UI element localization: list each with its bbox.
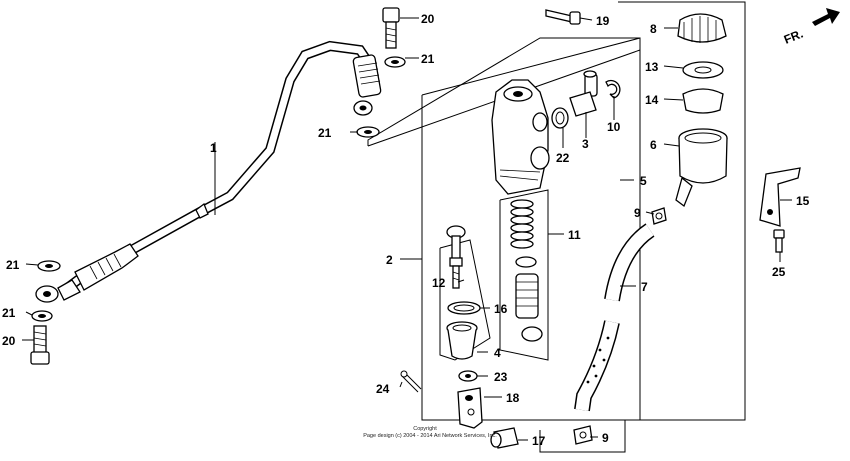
- callout-5: 5: [640, 174, 647, 188]
- callout-24: 24: [376, 382, 390, 396]
- hose-joint: [569, 70, 598, 117]
- callout-16: 16: [494, 302, 508, 316]
- callout-9-upper: 9: [634, 206, 641, 220]
- callout-12: 12: [432, 276, 446, 290]
- callout-21-mid: 21: [318, 126, 332, 140]
- sealing-washer: [384, 56, 406, 68]
- push-rod: [446, 225, 466, 289]
- joint-nut: [458, 370, 478, 382]
- callout-13: 13: [645, 60, 659, 74]
- callout-14: 14: [645, 93, 659, 107]
- reservoir-stay: [759, 167, 801, 227]
- hose-assembly: [35, 40, 382, 303]
- callout-25: 25: [772, 265, 786, 279]
- svg-text:Copyright: Copyright: [413, 426, 437, 432]
- sealing-washer: [37, 260, 61, 272]
- callout-4: 4: [494, 346, 501, 360]
- sealing-washer: [31, 310, 53, 322]
- hose-clip: [573, 425, 593, 445]
- callout-21-upper: 21: [421, 52, 435, 66]
- banjo-bolt-upper: [382, 7, 400, 49]
- callout-3: 3: [582, 137, 589, 151]
- callout-20-lower: 20: [2, 334, 16, 348]
- callout-9-lower: 9: [602, 431, 609, 445]
- push-rod-joint: [457, 387, 483, 429]
- leader-lines: [22, 17, 792, 441]
- hose-clip: [605, 79, 621, 99]
- bolt: [773, 229, 785, 253]
- callout-6: 6: [650, 138, 657, 152]
- svg-text:FR.: FR.: [782, 27, 805, 47]
- callout-11: 11: [568, 228, 581, 242]
- callout-17: 17: [532, 434, 546, 448]
- push-rod-boot: [446, 321, 478, 360]
- svg-text:Page design (c) 2004 - 2014 Ar: Page design (c) 2004 - 2014 Ari Network …: [363, 433, 497, 439]
- assembly-frames: [367, 1, 746, 453]
- master-cylinder-body: [491, 79, 550, 195]
- callout-2: 2: [386, 253, 393, 267]
- hose-clip: [651, 207, 667, 225]
- o-ring: [551, 107, 569, 129]
- callout-20-upper: 20: [421, 12, 435, 26]
- callout-1: 1: [210, 141, 217, 155]
- cotter-pin: [400, 370, 422, 393]
- front-arrow-icon: [812, 8, 840, 26]
- callout-labels: 1 2 3 4 5 6 7 8 9 9 10 11 12 13 14 15 16…: [2, 12, 810, 448]
- callout-10: 10: [607, 120, 621, 134]
- reservoir: [675, 128, 728, 208]
- callout-18: 18: [506, 391, 520, 405]
- circlip: [447, 301, 481, 315]
- callout-15: 15: [796, 194, 810, 208]
- callout-7: 7: [641, 280, 648, 294]
- joint-pin: [490, 427, 519, 449]
- reservoir-hose: [574, 223, 655, 412]
- callout-21-left-upper: 21: [6, 258, 20, 272]
- front-direction-marker: FR.: [782, 8, 840, 47]
- copyright-notice: Copyright Page design (c) 2004 - 2014 Ar…: [363, 426, 497, 439]
- piston: [515, 256, 543, 342]
- piston-spring: [510, 199, 534, 249]
- callout-8: 8: [650, 22, 657, 36]
- banjo-bolt-lower: [30, 325, 50, 365]
- reservoir-diaphragm: [682, 88, 724, 114]
- bolt: [545, 9, 581, 25]
- callout-21-left-lower: 21: [2, 306, 16, 320]
- reservoir-cap: [677, 13, 727, 43]
- callout-22: 22: [556, 151, 570, 165]
- reservoir-plate: [682, 61, 724, 79]
- sealing-washer: [356, 126, 380, 138]
- callout-19: 19: [596, 14, 610, 28]
- callout-23: 23: [494, 370, 508, 384]
